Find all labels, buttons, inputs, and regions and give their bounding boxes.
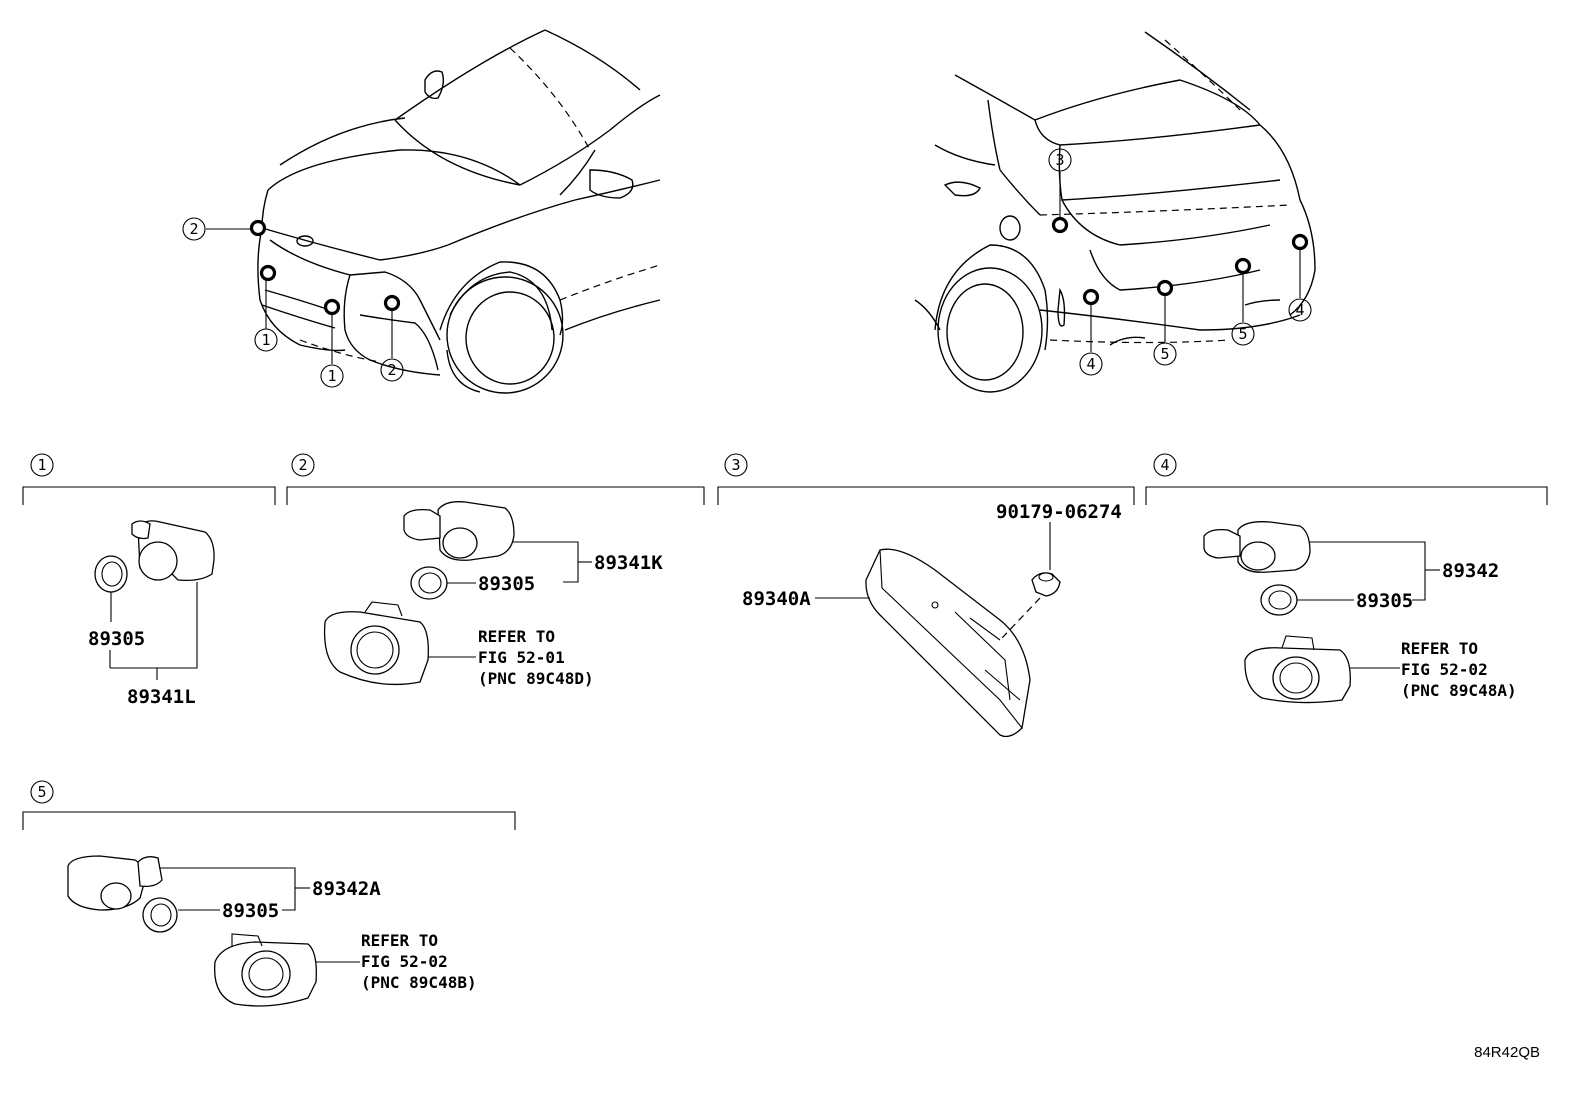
g4-retainer-label: 89305 bbox=[1356, 590, 1413, 612]
g3-ecu-label: 89340A bbox=[742, 588, 811, 610]
g5-retainer-label: 89305 bbox=[222, 900, 279, 922]
g2-retainer-label: 89305 bbox=[478, 573, 535, 595]
g4-sensor-label: 89342 bbox=[1442, 560, 1499, 582]
rear-callout-4-left: 4 bbox=[1079, 352, 1103, 376]
group-1: 1 89305 89341L bbox=[22, 453, 276, 708]
g1-retainer-label: 89305 bbox=[88, 628, 145, 650]
svg-text:5: 5 bbox=[1238, 325, 1247, 343]
g2-sensor-label: 89341K bbox=[594, 552, 663, 574]
g1-sensor-label: 89341L bbox=[127, 686, 196, 708]
front-callout-2-left: 2 bbox=[182, 217, 206, 241]
svg-text:4: 4 bbox=[1295, 301, 1304, 319]
g5-refer-line-2: FIG 52-02 bbox=[361, 952, 448, 971]
svg-text:1: 1 bbox=[37, 456, 46, 474]
g4-retainer-drawing bbox=[1260, 584, 1298, 616]
svg-text:1: 1 bbox=[261, 331, 270, 349]
front-callout-1-left: 1 bbox=[254, 328, 278, 352]
g4-refer-line-2: FIG 52-02 bbox=[1401, 660, 1488, 679]
group-5: 5 89342A 89305 REFER TO FIG 52-02 (PNC 8… bbox=[22, 780, 516, 1007]
rear-callout-3: 3 bbox=[1048, 148, 1072, 172]
g5-sensor-label: 89342A bbox=[312, 878, 381, 900]
g2-refer-line-3: (PNC 89C48D) bbox=[478, 669, 594, 688]
g5-refer-line-3: (PNC 89C48B) bbox=[361, 973, 477, 992]
front-vehicle-view: 2 1 1 2 bbox=[182, 29, 661, 394]
g2-retainer-drawing bbox=[410, 566, 448, 600]
g2-refer-line-1: REFER TO bbox=[478, 627, 555, 646]
rear-callout-5-right: 5 bbox=[1231, 322, 1255, 346]
figure-id: 84R42QB bbox=[1474, 1044, 1540, 1061]
front-callout-1-center: 1 bbox=[320, 364, 344, 388]
svg-text:3: 3 bbox=[731, 456, 740, 474]
svg-text:5: 5 bbox=[37, 783, 46, 801]
group-4: 4 89342 89305 REFER TO FIG 52-02 (PNC 89… bbox=[1145, 453, 1548, 704]
rear-callout-5-left: 5 bbox=[1153, 342, 1177, 366]
svg-text:2: 2 bbox=[298, 456, 307, 474]
g5-retainer-drawing bbox=[142, 897, 178, 933]
svg-text:3: 3 bbox=[1055, 151, 1064, 169]
g3-ecu-drawing bbox=[865, 548, 1031, 738]
g3-bolt-drawing bbox=[1031, 572, 1061, 597]
svg-text:2: 2 bbox=[189, 220, 198, 238]
g4-refer-line-3: (PNC 89C48A) bbox=[1401, 681, 1517, 700]
front-callout-2-right: 2 bbox=[380, 358, 404, 382]
g5-refer-line-1: REFER TO bbox=[361, 931, 438, 950]
rear-vehicle-view: 3 4 5 5 4 bbox=[914, 31, 1316, 393]
g4-refer-line-1: REFER TO bbox=[1401, 639, 1478, 658]
rear-callout-4-right: 4 bbox=[1288, 298, 1312, 322]
svg-text:4: 4 bbox=[1086, 355, 1095, 373]
g3-bolt-label: 90179-06274 bbox=[996, 501, 1122, 523]
g2-refer-line-2: FIG 52-01 bbox=[478, 648, 565, 667]
svg-text:1: 1 bbox=[327, 367, 336, 385]
group-3: 3 90179-06274 89340A bbox=[717, 453, 1135, 738]
svg-text:4: 4 bbox=[1160, 456, 1169, 474]
svg-text:5: 5 bbox=[1160, 345, 1169, 363]
group-2: 2 89341K 89305 REFER TO FIG 52-01 (PNC 8… bbox=[286, 453, 705, 688]
svg-text:2: 2 bbox=[387, 361, 396, 379]
